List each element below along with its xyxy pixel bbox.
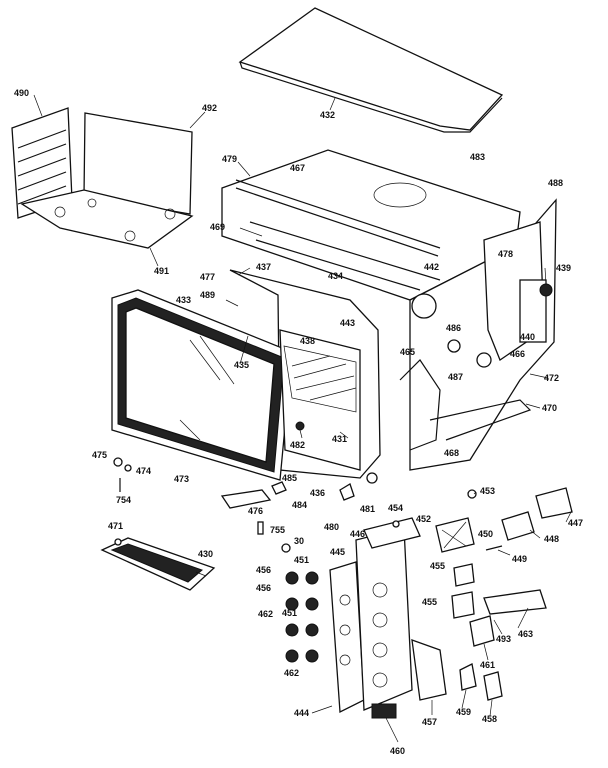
label-448: 448: [544, 534, 559, 544]
label-479: 479: [222, 154, 237, 164]
label-466: 466: [510, 349, 525, 359]
label-446: 446: [350, 529, 365, 539]
label-487: 487: [448, 372, 463, 382]
label-454: 454: [388, 503, 403, 513]
label-433: 433: [176, 295, 191, 305]
label-469: 469: [210, 222, 225, 232]
control-knobs: [281, 543, 319, 663]
label-432: 432: [320, 110, 335, 120]
label-485: 485: [282, 473, 297, 483]
label-440: 440: [520, 332, 535, 342]
label-473: 473: [174, 474, 189, 484]
label-755: 755: [270, 525, 285, 535]
label-481: 481: [360, 504, 375, 514]
label-431: 431: [332, 434, 347, 444]
label-472: 472: [544, 373, 559, 383]
label-480: 480: [324, 522, 339, 532]
label-457: 457: [422, 717, 437, 727]
oven-door-473: [111, 289, 293, 481]
label-754: 754: [116, 495, 131, 505]
label-459: 459: [456, 707, 471, 717]
label-456a: 456: [256, 565, 271, 575]
label-462a: 462: [258, 609, 273, 619]
label-476: 476: [248, 506, 263, 516]
label-437: 437: [256, 262, 271, 272]
window-pack-431: [279, 329, 361, 471]
label-465: 465: [400, 347, 415, 357]
label-477: 477: [200, 272, 215, 282]
label-460: 460: [390, 746, 405, 756]
label-449: 449: [512, 554, 527, 564]
label-463: 463: [518, 629, 533, 639]
label-451a: 451: [294, 555, 309, 565]
label-443: 443: [340, 318, 355, 328]
label-451b: 451: [282, 608, 297, 618]
vent-grille-430: [100, 537, 216, 591]
label-438: 438: [300, 336, 315, 346]
label-456b: 456: [256, 583, 271, 593]
label-474: 474: [136, 466, 151, 476]
label-489: 489: [200, 290, 215, 300]
label-478: 478: [498, 249, 513, 259]
electrical-components: [392, 487, 573, 701]
label-488: 488: [548, 178, 563, 188]
label-30: 30: [294, 536, 304, 546]
top-panel-432: [238, 7, 504, 133]
label-491: 491: [154, 266, 169, 276]
oven-wrapper-492: [20, 112, 194, 249]
label-468: 468: [444, 448, 459, 458]
label-467: 467: [290, 163, 305, 173]
control-panel-444: [329, 517, 447, 719]
label-484: 484: [292, 500, 307, 510]
label-482: 482: [290, 440, 305, 450]
label-461: 461: [480, 660, 495, 670]
label-450: 450: [478, 529, 493, 539]
label-435: 435: [234, 360, 249, 370]
label-455a: 455: [430, 561, 445, 571]
label-434: 434: [328, 271, 343, 281]
label-430: 430: [198, 549, 213, 559]
label-439: 439: [556, 263, 571, 273]
label-447: 447: [568, 518, 583, 528]
label-453: 453: [480, 486, 495, 496]
label-462b: 462: [284, 668, 299, 678]
label-490: 490: [14, 88, 29, 98]
label-444: 444: [294, 708, 309, 718]
label-442: 442: [424, 262, 439, 272]
label-471: 471: [108, 521, 123, 531]
label-493: 493: [496, 634, 511, 644]
label-436: 436: [310, 488, 325, 498]
label-445: 445: [330, 547, 345, 557]
part-labels: 490 492 432 483 488 479 467 469 491 477 …: [14, 88, 583, 756]
label-458: 458: [482, 714, 497, 724]
label-475: 475: [92, 450, 107, 460]
label-452: 452: [416, 514, 431, 524]
label-455b: 455: [422, 597, 437, 607]
label-470: 470: [542, 403, 557, 413]
leader-lines: [33, 94, 573, 743]
label-483: 483: [470, 152, 485, 162]
label-486: 486: [446, 323, 461, 333]
door-hardware: [113, 457, 378, 535]
label-492: 492: [202, 103, 217, 113]
